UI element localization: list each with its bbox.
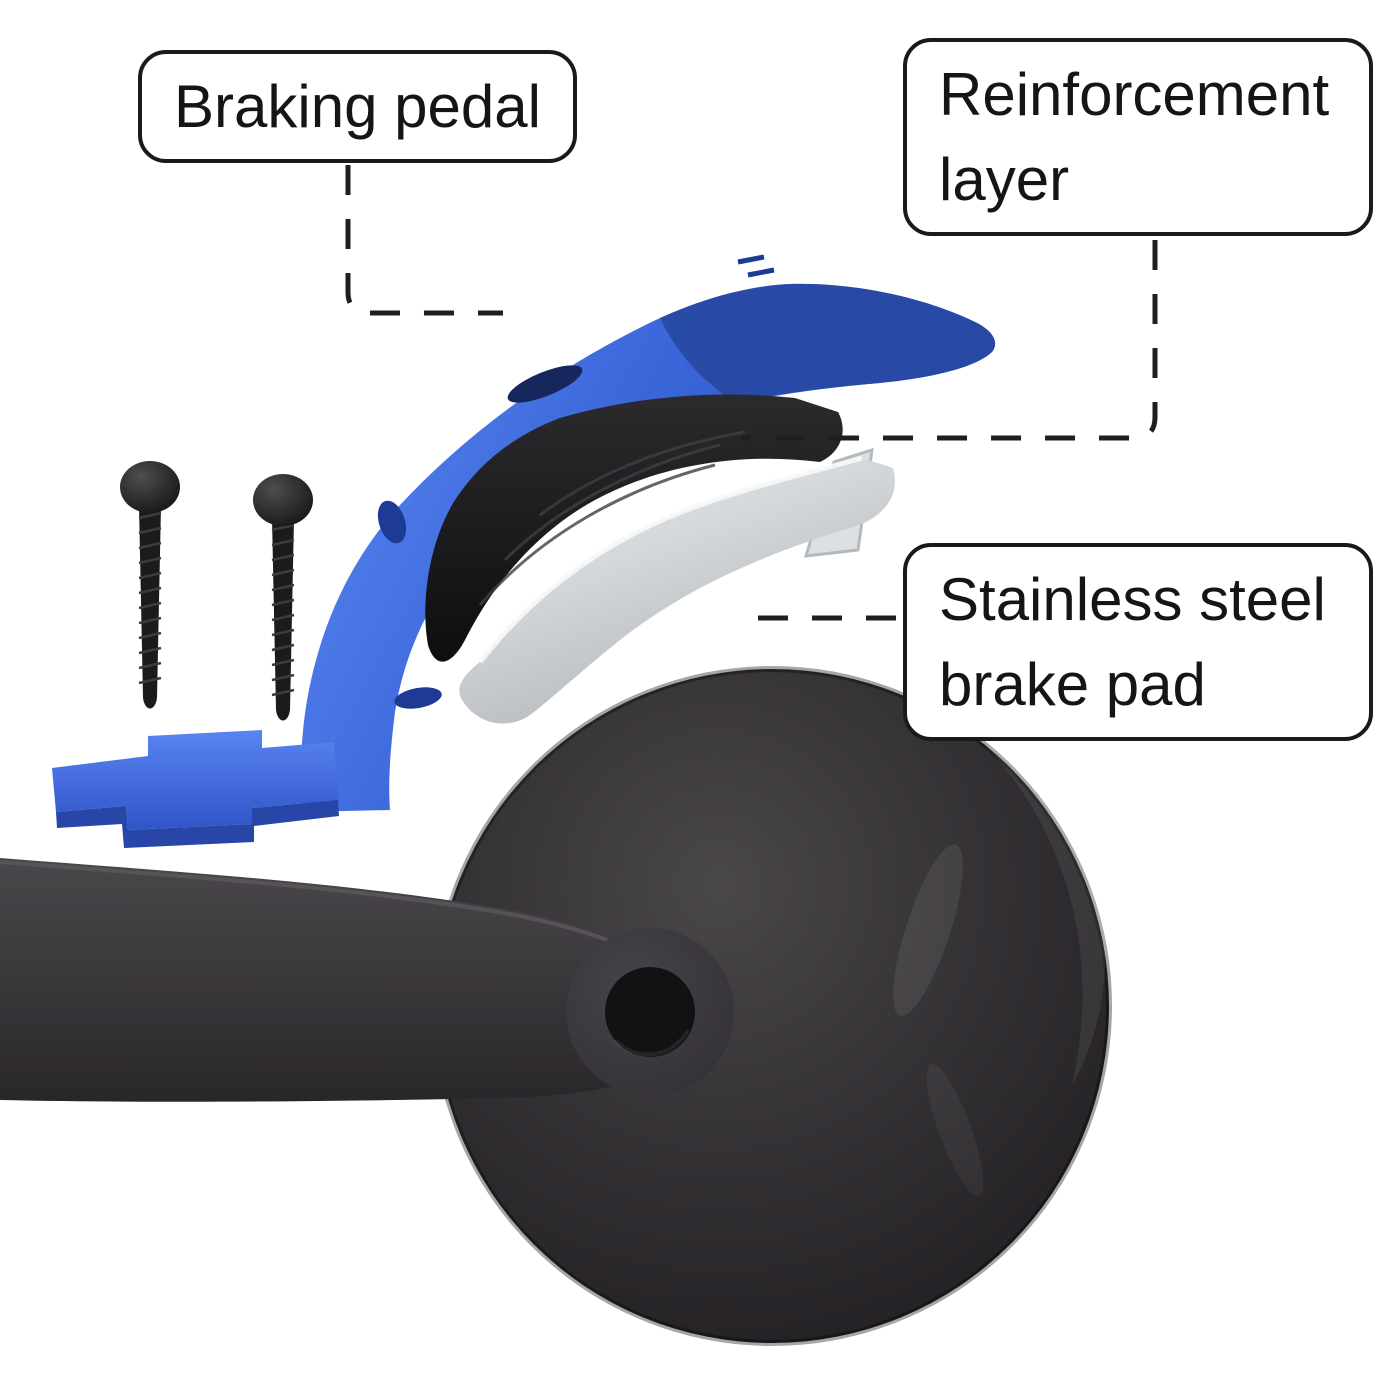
reinforcement-layer-part <box>425 394 843 662</box>
rear-wheel <box>432 666 1112 1346</box>
wheel-tire <box>435 669 1109 1343</box>
stainless-brake-pad-part <box>459 447 895 724</box>
reinforcement-ribs <box>478 430 746 606</box>
callout-braking-pedal: Braking pedal <box>138 50 577 164</box>
mounting-bracket <box>52 730 339 848</box>
screw-1 <box>120 461 180 709</box>
screw-2 <box>253 474 313 721</box>
pedal-slot <box>507 365 583 403</box>
mounting-screws <box>120 461 313 721</box>
wheel-reflection-streak-2 <box>926 1063 984 1197</box>
leader-braking-pedal <box>345 165 503 316</box>
bracket-thickness <box>56 800 339 848</box>
wheel-gloss-highlight <box>985 745 1106 1085</box>
screw-2-head <box>253 474 313 526</box>
leader-reinforcement-layer <box>742 240 1158 441</box>
pedal-top-notches <box>737 254 775 278</box>
pedal-top-shade <box>660 283 996 402</box>
screw-1-head <box>120 461 180 513</box>
reinforcement-body <box>425 394 843 662</box>
bracket-plate <box>52 730 338 830</box>
screw-2-threads <box>271 523 295 697</box>
callout-reinforcement-layer: Reinforcement layer <box>903 38 1373 237</box>
screw-1-threads <box>138 511 162 685</box>
pedal-hole <box>377 500 407 544</box>
callout-stainless-brake-pad: Stainless steel brake pad <box>903 543 1373 742</box>
wheel-reflection-streak <box>893 844 963 1016</box>
frame-arm <box>0 858 734 1102</box>
screw-2-shaft <box>272 518 294 721</box>
axle-hole-highlight <box>613 1029 690 1057</box>
brake-pad-edge-highlight <box>478 455 863 664</box>
brake-pad-body <box>459 458 895 724</box>
pedal-lower-slot <box>394 687 442 709</box>
axle-hole <box>605 967 695 1057</box>
